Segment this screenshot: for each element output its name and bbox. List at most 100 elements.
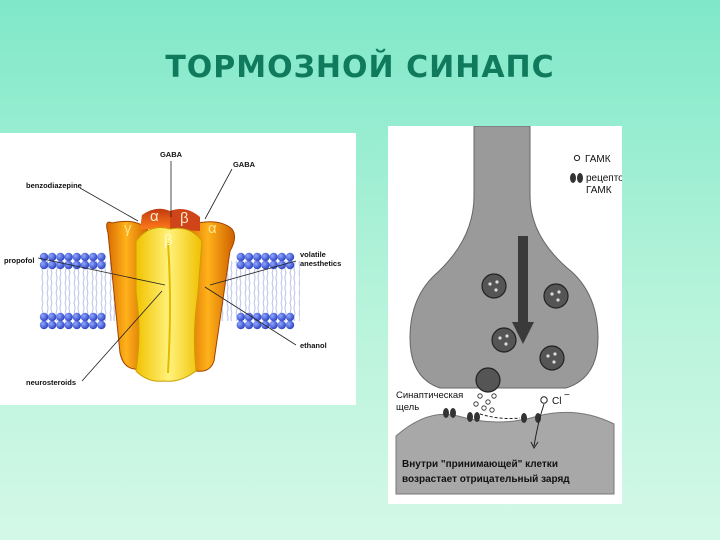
lipid-head — [261, 252, 270, 262]
lipid-head — [89, 312, 98, 322]
lipid-head — [261, 312, 270, 322]
release-arrow — [512, 236, 534, 344]
alpha-letter-top: α — [150, 208, 159, 225]
beta-subunit-top — [170, 209, 200, 231]
label-ethanol: ethanol — [300, 341, 327, 350]
gaba-diffusion-path — [479, 413, 521, 419]
lipid-head — [89, 260, 98, 270]
lipid-head — [56, 252, 65, 262]
lipid-head — [277, 252, 286, 262]
lipid-head — [48, 320, 57, 330]
lipid-head — [244, 320, 254, 330]
lipid-head — [285, 252, 295, 262]
lipid-head — [80, 320, 90, 330]
lipid-head — [269, 320, 278, 330]
lipid-head — [56, 320, 65, 330]
lipid-head — [253, 252, 262, 262]
gaba-receptors — [443, 408, 541, 423]
lipid-head — [80, 260, 90, 270]
legend-receptor-icon — [570, 173, 576, 183]
lipid-head — [48, 252, 57, 262]
lipid-head — [72, 252, 82, 262]
lipid-head — [285, 320, 295, 330]
lipid-head — [89, 252, 98, 262]
lipid-head — [56, 312, 65, 322]
postsynaptic-cell — [395, 411, 615, 495]
gamma-letter: γ — [124, 220, 132, 237]
lipid-head — [64, 312, 73, 322]
lipid-head — [244, 260, 254, 270]
lipid-head — [89, 320, 98, 330]
lipid-head — [261, 320, 270, 330]
page-title: ТОРМОЗНОЙ СИНАПС — [165, 50, 555, 85]
label-gaba-right: GABA — [233, 160, 256, 169]
lipid-head — [72, 312, 82, 322]
lipid-head — [64, 320, 73, 330]
lipid-head — [48, 312, 57, 322]
lipid-head — [39, 260, 49, 270]
legend-receptor-label-2: ГАМК — [586, 185, 612, 196]
beta-letter-center: β — [164, 232, 173, 249]
vesicles — [475, 273, 569, 393]
lipid-head — [236, 252, 245, 262]
leader-lines — [37, 161, 297, 382]
alpha-letter-right: α — [208, 220, 217, 237]
caption-line-1: Внутри "принимающей" клетки — [402, 459, 558, 470]
legend: ГАМК рецептор ГАМК — [570, 154, 630, 196]
legend-receptor-label: рецептор — [586, 173, 622, 184]
vesicle-docking — [475, 367, 501, 393]
lipid-head — [80, 312, 90, 322]
cleft-label: Синаптическая — [396, 390, 463, 401]
lipid-head — [39, 312, 49, 322]
lipid-head — [97, 312, 106, 322]
legend-gaba-label: ГАМК — [585, 154, 611, 165]
cl-ion — [540, 396, 548, 404]
alpha-subunit-top — [140, 208, 170, 229]
lipid-head — [97, 252, 106, 262]
cl-path — [533, 403, 545, 447]
lipid-head — [64, 252, 73, 262]
lipid-head — [244, 252, 254, 262]
cleft-label-2: щель — [396, 402, 419, 413]
lipid-head — [244, 312, 254, 322]
label-gaba-top: GABA — [160, 150, 183, 159]
lipid-head — [253, 320, 262, 330]
vesicle — [481, 273, 507, 299]
lipid-head — [97, 260, 106, 270]
cl-charge: − — [564, 390, 570, 401]
beta-letter-top: β — [180, 210, 189, 227]
lipid-heads-upper — [39, 252, 295, 270]
label-volatile: volatile — [300, 250, 326, 259]
lipid-head — [97, 320, 106, 330]
vesicle — [491, 327, 517, 353]
legend-gaba-icon — [573, 154, 581, 162]
lipid-head — [285, 312, 295, 322]
synapse-diagram: Cl − ГАМК рецептор ГАМК Синаптическая ще… — [388, 125, 630, 504]
vesicle — [543, 283, 569, 309]
lipid-head — [269, 260, 278, 270]
lipid-head — [269, 252, 278, 262]
label-benzodiazepine: benzodiazepine — [26, 181, 82, 190]
cl-label: Cl — [552, 396, 561, 407]
lipid-head — [72, 260, 82, 270]
gaba-receptor-diagram: α β γ α β GABA GABA benzodiazepine propo… — [0, 133, 356, 405]
lipid-head — [236, 320, 245, 330]
lipid-head — [277, 312, 286, 322]
lipid-head — [48, 260, 57, 270]
caption-line-2: возрастает отрицательный заряд — [402, 474, 570, 485]
receptor-channel — [106, 208, 236, 382]
lipid-head — [253, 260, 262, 270]
lipid-head — [277, 320, 286, 330]
lipid-head — [236, 260, 245, 270]
lipid-heads-lower — [39, 312, 295, 330]
lipid-head — [39, 320, 49, 330]
presynaptic-terminal — [409, 125, 599, 389]
vesicle-dots — [488, 280, 561, 364]
vesicle — [539, 345, 565, 371]
released-gaba — [473, 393, 497, 413]
label-anesthetics: anesthetics — [300, 259, 341, 268]
label-neurosteroids: neurosteroids — [26, 378, 76, 387]
lipid-head — [72, 320, 82, 330]
lipid-head — [236, 312, 245, 322]
lipid-head — [64, 260, 73, 270]
